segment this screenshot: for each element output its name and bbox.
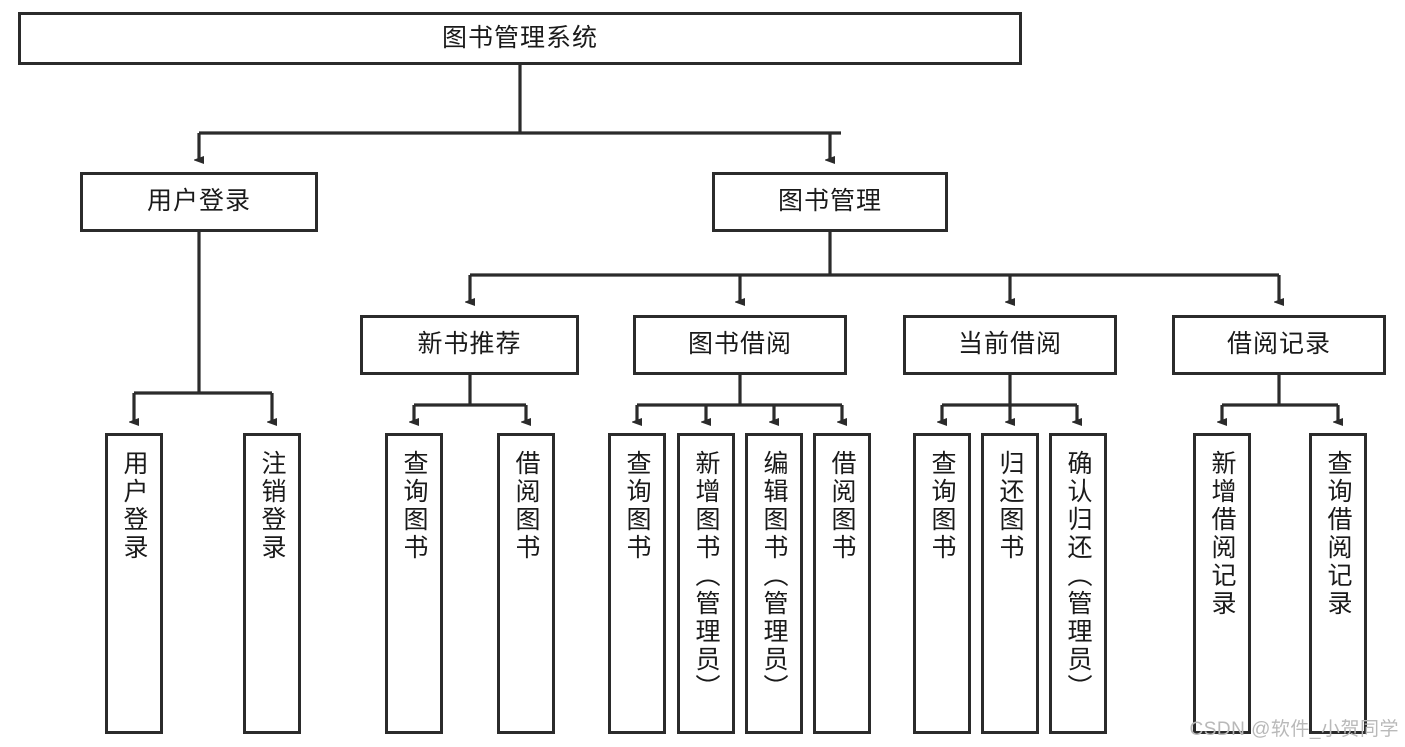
node-leaf-query-record[interactable]: 查询借阅记录 — [1309, 433, 1367, 734]
node-leaf-confirm-return[interactable]: 确认归还（管理员） — [1049, 433, 1107, 734]
node-label: 新增借阅记录 — [1208, 450, 1236, 618]
node-user-login[interactable]: 用户登录 — [80, 172, 318, 232]
node-book-borrow[interactable]: 图书借阅 — [633, 315, 847, 375]
node-label: 查询图书 — [623, 450, 651, 562]
node-label: 查询借阅记录 — [1324, 450, 1352, 618]
node-label: 用户登录 — [146, 187, 251, 216]
node-leaf-edit-book[interactable]: 编辑图书（管理员） — [745, 433, 803, 734]
node-label: 新增图书（管理员） — [692, 450, 720, 702]
node-label: 查询图书 — [928, 450, 956, 562]
node-label: 图书借阅 — [687, 330, 792, 359]
node-label: 图书管理 — [777, 187, 882, 216]
node-label: 新书推荐 — [417, 330, 522, 359]
node-label: 编辑图书（管理员） — [760, 450, 788, 702]
node-borrow-record[interactable]: 借阅记录 — [1172, 315, 1386, 375]
node-label: 用户登录 — [120, 450, 148, 562]
node-root-system[interactable]: 图书管理系统 — [18, 12, 1022, 65]
node-book-management[interactable]: 图书管理 — [712, 172, 948, 232]
node-leaf-query-book-3[interactable]: 查询图书 — [913, 433, 971, 734]
node-leaf-query-book-2[interactable]: 查询图书 — [608, 433, 666, 734]
node-leaf-borrow-book-2[interactable]: 借阅图书 — [813, 433, 871, 734]
node-label: 归还图书 — [996, 450, 1024, 562]
node-label: 借阅图书 — [512, 450, 540, 562]
node-current-borrow[interactable]: 当前借阅 — [903, 315, 1117, 375]
node-label: 当前借阅 — [957, 330, 1062, 359]
node-leaf-logout[interactable]: 注销登录 — [243, 433, 301, 734]
node-label: 借阅记录 — [1226, 330, 1331, 359]
node-new-book-recommend[interactable]: 新书推荐 — [360, 315, 579, 375]
node-leaf-return-book[interactable]: 归还图书 — [981, 433, 1039, 734]
node-leaf-query-book-1[interactable]: 查询图书 — [385, 433, 443, 734]
node-label: 确认归还（管理员） — [1064, 450, 1092, 702]
node-leaf-add-record[interactable]: 新增借阅记录 — [1193, 433, 1251, 734]
node-label: 借阅图书 — [828, 450, 856, 562]
node-label: 图书管理系统 — [441, 23, 598, 52]
node-label: 注销登录 — [258, 450, 286, 562]
node-leaf-user-login[interactable]: 用户登录 — [105, 433, 163, 734]
watermark-text: CSDN @软件_小贺同学 — [1189, 719, 1399, 740]
node-leaf-add-book[interactable]: 新增图书（管理员） — [677, 433, 735, 734]
node-label: 查询图书 — [400, 450, 428, 562]
node-leaf-borrow-book-1[interactable]: 借阅图书 — [497, 433, 555, 734]
